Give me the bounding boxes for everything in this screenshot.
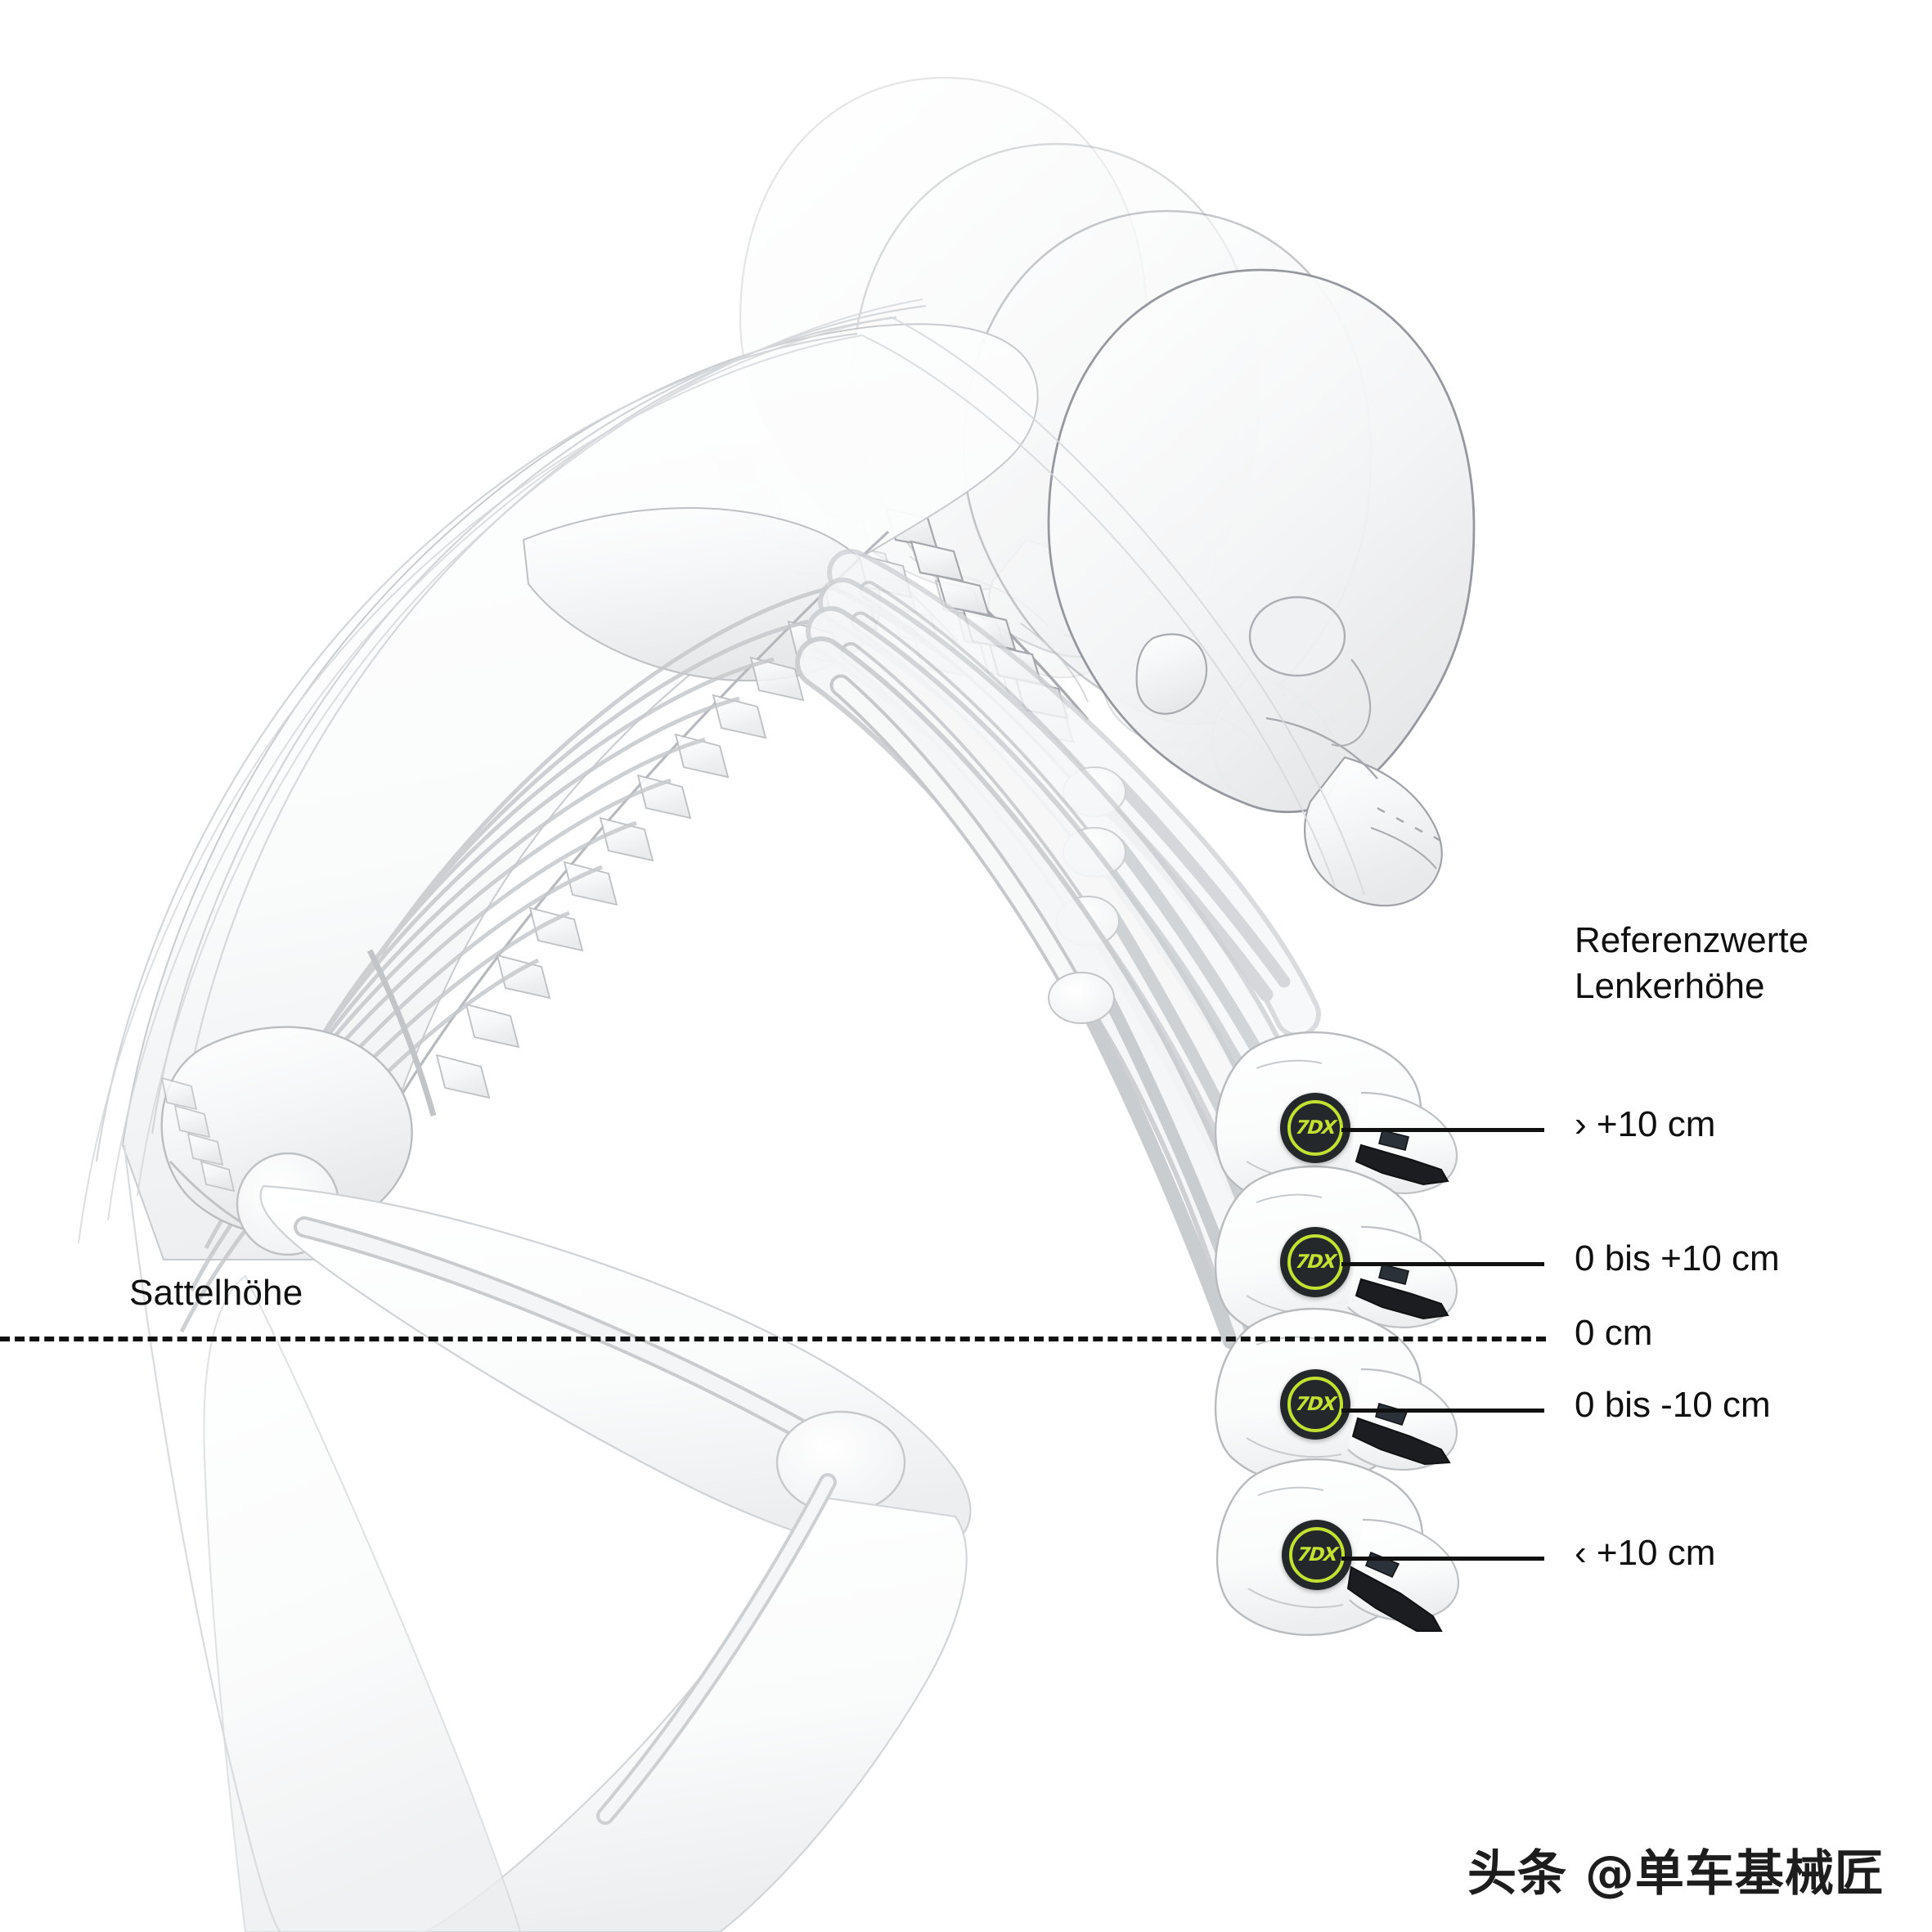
- handlebar-badge-4[interactable]: 7DX: [1282, 1520, 1352, 1590]
- leg-group: [123, 1144, 972, 1932]
- badge-ring-icon: [1287, 1377, 1343, 1432]
- watermark: 头条 @单车基械匠: [1467, 1845, 1885, 1903]
- legend-label-4: 0 bis -10 cm: [1575, 1385, 1771, 1425]
- badge-ring-icon: [1289, 1527, 1345, 1583]
- legend-title-line2: Lenkerhöhe: [1575, 966, 1765, 1007]
- handlebar-badge-2[interactable]: 7DX: [1280, 1227, 1350, 1297]
- leader-line-2: [1341, 1262, 1544, 1266]
- legend-label-1: › +10 cm: [1575, 1104, 1716, 1144]
- head-positions-group: [739, 76, 1476, 907]
- saddle-height-label: Sattelhöhe: [129, 1273, 303, 1313]
- torso-group: [95, 304, 1039, 1333]
- ghost-contours: [78, 299, 1365, 1244]
- leader-line-5: [1341, 1557, 1544, 1561]
- badge-logo-mark: 7DX: [1294, 1117, 1337, 1139]
- arms-group: [795, 549, 1321, 1374]
- badge-logo-mark: 7DX: [1294, 1251, 1337, 1273]
- legend-label-2: 0 bis +10 cm: [1575, 1238, 1780, 1278]
- legend-label-3: 0 cm: [1575, 1313, 1653, 1353]
- legend-title: Referenzwerte Lenkerhöhe: [1575, 918, 1808, 1010]
- saddle-height-dashed-line: [0, 1337, 1546, 1341]
- leader-line-4: [1341, 1409, 1544, 1413]
- legend-label-5: ‹ +10 cm: [1575, 1533, 1716, 1573]
- handlebar-badge-1[interactable]: 7DX: [1280, 1093, 1350, 1163]
- handlebar-badge-3[interactable]: 7DX: [1280, 1369, 1350, 1440]
- legend-title-line1: Referenzwerte: [1575, 920, 1809, 960]
- leader-line-1: [1341, 1128, 1544, 1132]
- badge-logo-mark: 7DX: [1296, 1543, 1338, 1566]
- badge-logo-mark: 7DX: [1294, 1393, 1337, 1415]
